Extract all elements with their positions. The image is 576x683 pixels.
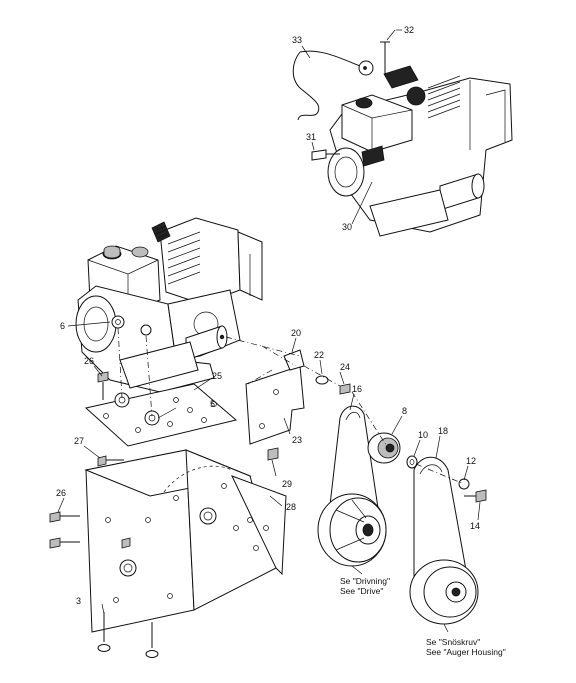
callout-8: 8 (402, 406, 407, 416)
callout-6: 6 (60, 321, 65, 331)
callout-29: 29 (282, 479, 292, 489)
callout-26-lower: 26 (56, 488, 66, 498)
callout-24: 24 (340, 362, 350, 372)
alignment-axes (117, 327, 465, 485)
callout-33: 33 (292, 35, 302, 45)
hardware (49, 349, 487, 658)
engine-inset (292, 29, 513, 237)
leader-lines (57, 321, 481, 633)
callout-16: 16 (352, 384, 362, 394)
main-cylinder-fins (167, 231, 201, 285)
cylinder-fins (427, 75, 461, 119)
frame-housing (84, 449, 287, 633)
callout-12: 12 (466, 456, 476, 466)
callout-25: 25 (212, 371, 222, 381)
main-engine (75, 217, 263, 393)
caption-drive-english: See "Drive" (340, 586, 383, 596)
callout-30: 30 (342, 222, 352, 232)
callout-27: 27 (74, 436, 84, 446)
auger-pulley-assembly (409, 456, 479, 625)
belt-guard-bracket (245, 365, 305, 445)
callout-22: 22 (314, 350, 324, 360)
reference-captions: Se "Drivning" See "Drive" Se "Snöskruv" … (340, 576, 506, 657)
caption-auger-english: See "Auger Housing" (426, 647, 506, 657)
callout-10: 10 (418, 430, 428, 440)
mounting-plate (84, 383, 238, 447)
callout-labels: 32 33 31 30 6 20 22 26 24 25 16 5 8 23 1… (56, 25, 480, 606)
callout-18: 18 (438, 426, 448, 436)
callout-31: 31 (306, 132, 316, 142)
callout-28: 28 (286, 502, 296, 512)
drive-pulley-assembly (317, 405, 418, 567)
caption-drive-swedish: Se "Drivning" (340, 576, 390, 586)
callout-5: 5 (210, 399, 215, 409)
callout-23: 23 (292, 435, 302, 445)
callout-26-upper: 26 (84, 356, 94, 366)
callout-3: 3 (76, 596, 81, 606)
caption-auger-swedish: Se "Snöskruv" (426, 637, 480, 647)
callout-32: 32 (404, 25, 414, 35)
callout-14: 14 (470, 521, 480, 531)
callout-20: 20 (291, 328, 301, 338)
